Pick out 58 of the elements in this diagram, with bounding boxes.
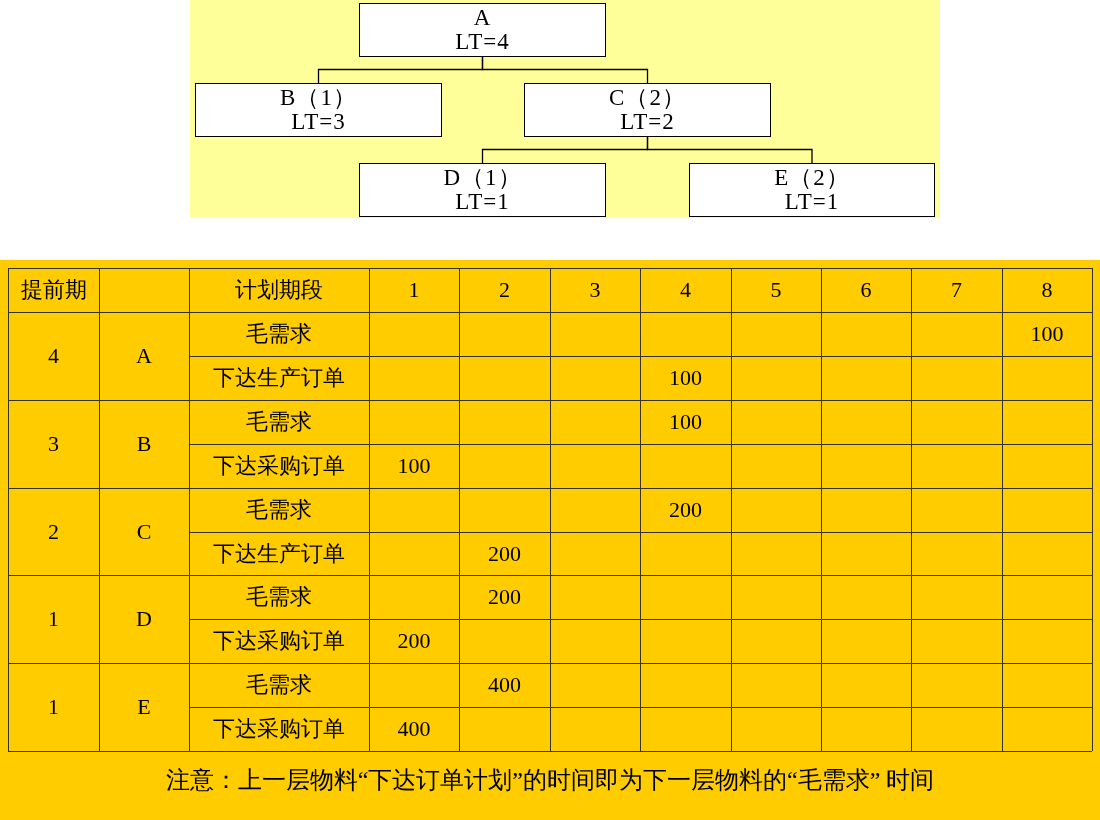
part-box bbox=[195, 83, 442, 137]
plan-row-label: 下达采购订单 bbox=[213, 627, 345, 655]
part-box bbox=[689, 163, 935, 217]
table-header: 1 bbox=[408, 277, 420, 303]
quantity-value: 200 bbox=[488, 540, 521, 567]
quantity-value: 400 bbox=[397, 716, 431, 742]
part-name: C（2） bbox=[609, 86, 686, 110]
table-header: 6 bbox=[860, 277, 872, 303]
item-code: B bbox=[136, 431, 152, 457]
item-code: A bbox=[136, 343, 152, 369]
plan-row-label: 下达生产订单 bbox=[213, 364, 345, 392]
table-header: 4 bbox=[680, 277, 691, 303]
lead-time-value: 1 bbox=[48, 694, 59, 720]
part-name: E（2） bbox=[774, 166, 850, 190]
lead-time-text: LT=1 bbox=[784, 190, 840, 214]
part-box bbox=[524, 83, 771, 137]
item-code: C bbox=[136, 518, 152, 545]
lead-time-value: 1 bbox=[48, 606, 59, 632]
lead-time-text: LT=2 bbox=[620, 110, 675, 134]
plan-row-label: 毛需求 bbox=[246, 496, 312, 524]
lead-time-value: 2 bbox=[48, 518, 59, 545]
quantity-value: 400 bbox=[488, 672, 521, 698]
quantity-value: 100 bbox=[397, 453, 431, 479]
lead-time-text: LT=3 bbox=[291, 110, 346, 134]
quantity-value: 100 bbox=[669, 365, 702, 391]
lead-time-text: LT=4 bbox=[455, 30, 510, 54]
table-header: 2 bbox=[499, 277, 510, 303]
plan-row-label: 毛需求 bbox=[246, 408, 312, 436]
plan-row-label: 下达采购订单 bbox=[213, 452, 345, 480]
part-box bbox=[359, 3, 606, 57]
table-header: 7 bbox=[951, 277, 962, 303]
quantity-value: 200 bbox=[397, 628, 431, 654]
part-box bbox=[359, 163, 606, 217]
part-name: B（1） bbox=[280, 86, 357, 110]
part-name: D（1） bbox=[443, 166, 522, 190]
lead-time-value: 4 bbox=[48, 343, 59, 369]
lead-time-text: LT=1 bbox=[455, 190, 510, 214]
table-header: 8 bbox=[1041, 277, 1053, 303]
note-text: 注意：上一层物料“下达订单计划”的时间即为下一层物料的“毛需求” 时间 bbox=[165, 766, 935, 795]
plan-row-label: 下达生产订单 bbox=[213, 539, 345, 568]
tree-connector bbox=[646, 136, 813, 164]
item-code: D bbox=[136, 606, 152, 632]
plan-row-label: 下达采购订单 bbox=[213, 715, 345, 743]
tree-connector bbox=[481, 56, 649, 84]
table-header: 5 bbox=[770, 277, 782, 303]
quantity-value: 100 bbox=[669, 409, 702, 435]
table-header: 计划期段 bbox=[235, 276, 323, 304]
part-name: A bbox=[473, 6, 492, 30]
lead-time-value: 3 bbox=[48, 431, 59, 457]
item-code: E bbox=[137, 694, 151, 720]
quantity-value: 100 bbox=[1030, 321, 1064, 347]
plan-row-label: 毛需求 bbox=[246, 320, 312, 348]
quantity-value: 200 bbox=[669, 497, 702, 523]
table-header: 3 bbox=[589, 277, 601, 303]
plan-row-label: 毛需求 bbox=[246, 671, 312, 699]
quantity-value: 200 bbox=[488, 584, 521, 610]
table-header: 提前期 bbox=[20, 276, 87, 304]
plan-row-label: 毛需求 bbox=[246, 583, 312, 611]
